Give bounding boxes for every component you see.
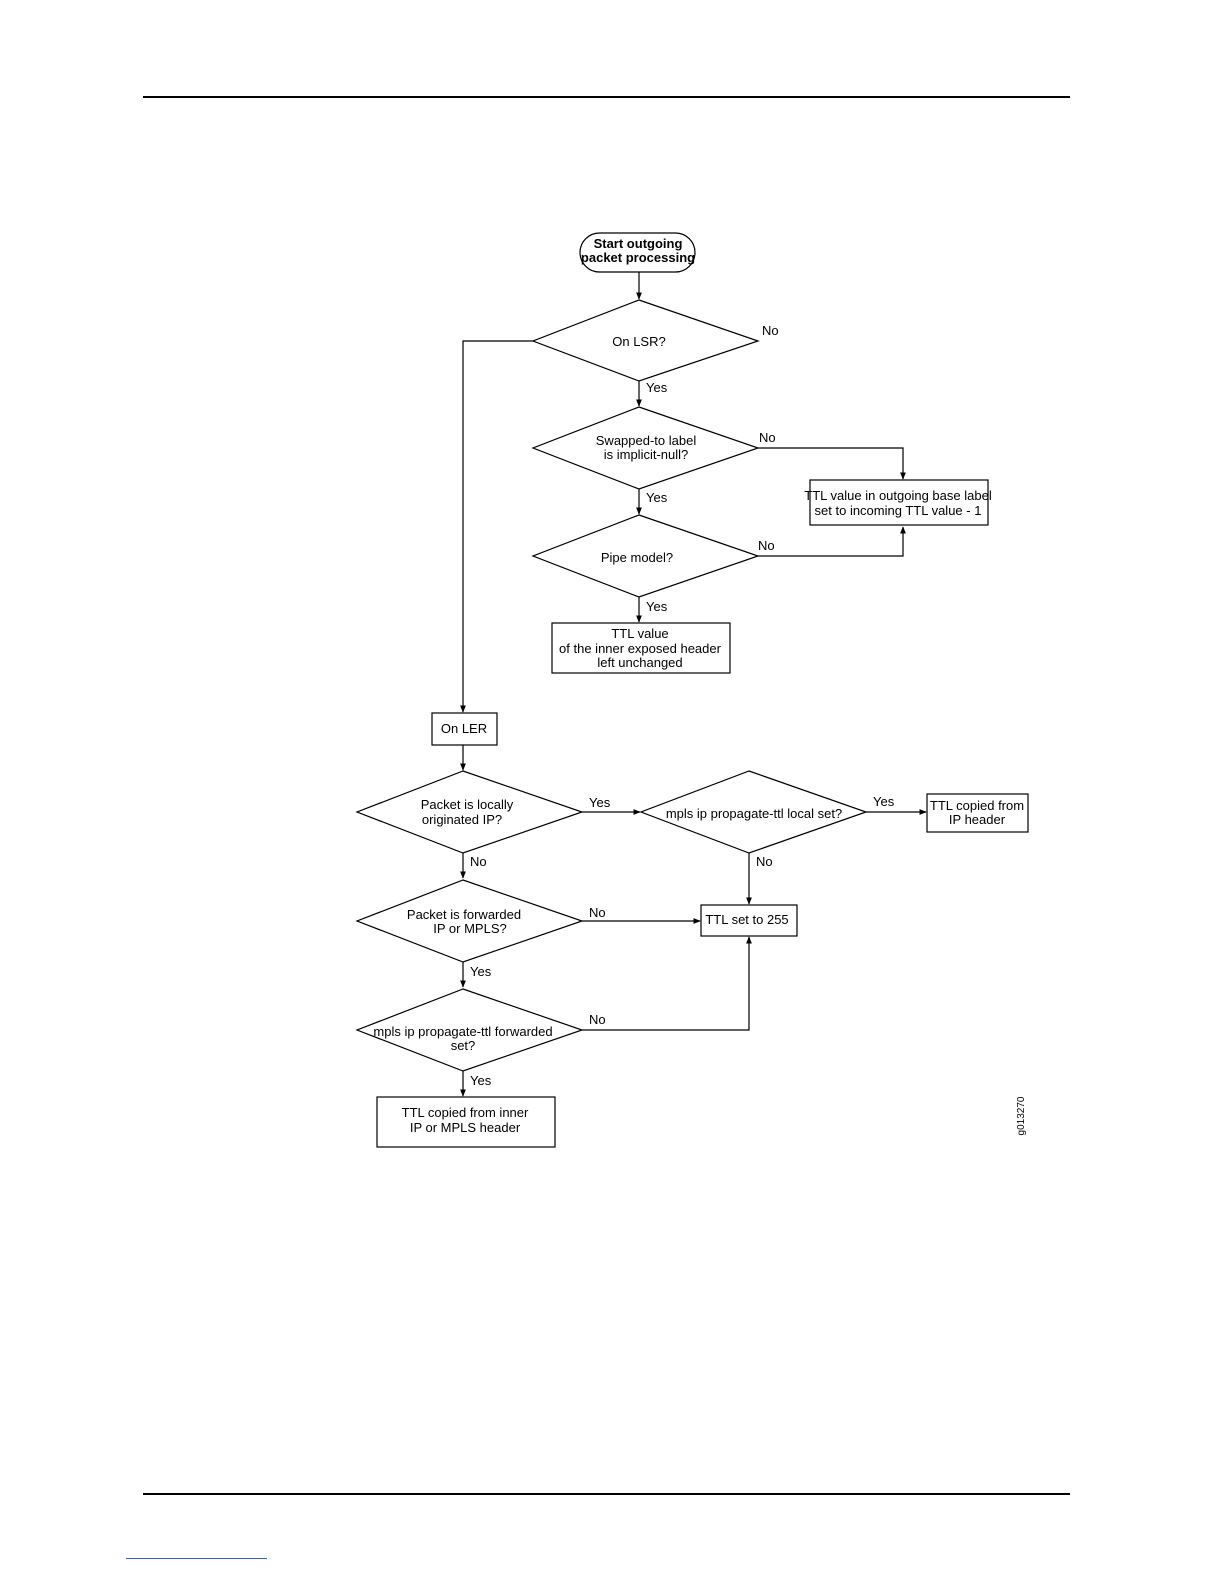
edge-swapped-label-no xyxy=(758,447,906,480)
propagate-forwarded-decision xyxy=(355,988,584,1072)
on-ler-process xyxy=(431,712,498,746)
edge-label-propagate-local-yes: Yes xyxy=(873,794,895,809)
edge-pipe-model-no xyxy=(758,526,906,557)
ttl-unchanged-label-2: of the inner exposed header xyxy=(559,641,722,656)
edge-label-propagate-forwarded-no: No xyxy=(589,1012,606,1027)
propagate-forwarded-label-2: set? xyxy=(451,1038,476,1053)
edge-on-lsr-no xyxy=(460,340,535,713)
edge-label-propagate-local-no: No xyxy=(756,854,773,869)
footer-rule xyxy=(143,1493,1070,1495)
start-terminal xyxy=(579,232,696,273)
edge-label-forwarded-yes: Yes xyxy=(470,964,492,979)
footer-link-underline[interactable] xyxy=(126,1558,267,1559)
ttl-unchanged-process xyxy=(551,622,731,674)
locally-originated-label-2: originated IP? xyxy=(422,812,502,827)
swapped-label-label-1: Swapped-to label xyxy=(596,433,697,448)
ttl-unchanged-label-1: TTL value xyxy=(611,626,668,641)
propagate-local-label: mpls ip propagate-ttl local set? xyxy=(666,806,842,821)
edge-label-locally-originated-yes: Yes xyxy=(589,795,611,810)
figure-id: g013270 xyxy=(1016,1096,1027,1135)
pipe-model-label: Pipe model? xyxy=(601,550,673,565)
edge-label-swapped-label-yes: Yes xyxy=(646,490,668,505)
ttl-copied-ip-label-2: IP header xyxy=(949,812,1006,827)
edge-label-pipe-model-yes: Yes xyxy=(646,599,668,614)
ttl-outgoing-process xyxy=(809,479,989,526)
edge-label-on-lsr-no: No xyxy=(762,323,779,338)
on-ler-label: On LER xyxy=(441,721,487,736)
edge-label-forwarded-no: No xyxy=(589,905,606,920)
edge-label-locally-originated-no: No xyxy=(470,854,487,869)
edge-label-pipe-model-no: No xyxy=(758,538,775,553)
ttl-copied-inner-process xyxy=(376,1096,556,1148)
edge-label-propagate-forwarded-yes: Yes xyxy=(470,1073,492,1088)
locally-originated-label-1: Packet is locally xyxy=(421,797,514,812)
edge-label-swapped-label-no: No xyxy=(759,430,776,445)
propagate-local-decision xyxy=(639,770,868,854)
propagate-forwarded-label-1: mpls ip propagate-ttl forwarded xyxy=(373,1024,552,1039)
ttl-255-label: TTL set to 255 xyxy=(705,912,788,927)
ttl-outgoing-label-1: TTL value in outgoing base label xyxy=(804,488,992,503)
ttl-copied-inner-label-1: TTL copied from inner xyxy=(402,1105,529,1120)
forwarded-decision xyxy=(355,879,584,963)
locally-originated-decision xyxy=(355,770,584,854)
ttl-unchanged-label-3: left unchanged xyxy=(597,655,682,670)
swapped-label-label-2: is implicit-null? xyxy=(604,447,689,462)
start-terminal-label-2: packet processing xyxy=(581,250,695,265)
edge-propagate-forwarded-no xyxy=(582,936,752,1031)
ttl-outgoing-label-2: set to incoming TTL value - 1 xyxy=(815,503,982,518)
on-lsr-decision xyxy=(531,299,760,382)
forwarded-label-2: IP or MPLS? xyxy=(433,921,506,936)
swapped-label-decision xyxy=(531,406,760,490)
ttl-copied-ip-label-1: TTL copied from xyxy=(930,798,1024,813)
on-lsr-label: On LSR? xyxy=(612,334,665,349)
header-rule xyxy=(143,96,1070,98)
forwarded-label-1: Packet is forwarded xyxy=(407,907,521,922)
edge-label-on-lsr-yes: Yes xyxy=(646,380,668,395)
start-terminal-label-1: Start outgoing xyxy=(594,236,683,251)
pipe-model-decision xyxy=(531,514,760,598)
ttl-255-process xyxy=(700,904,798,937)
ttl-copied-inner-label-2: IP or MPLS header xyxy=(410,1120,521,1135)
ttl-copied-ip-process xyxy=(926,793,1029,833)
